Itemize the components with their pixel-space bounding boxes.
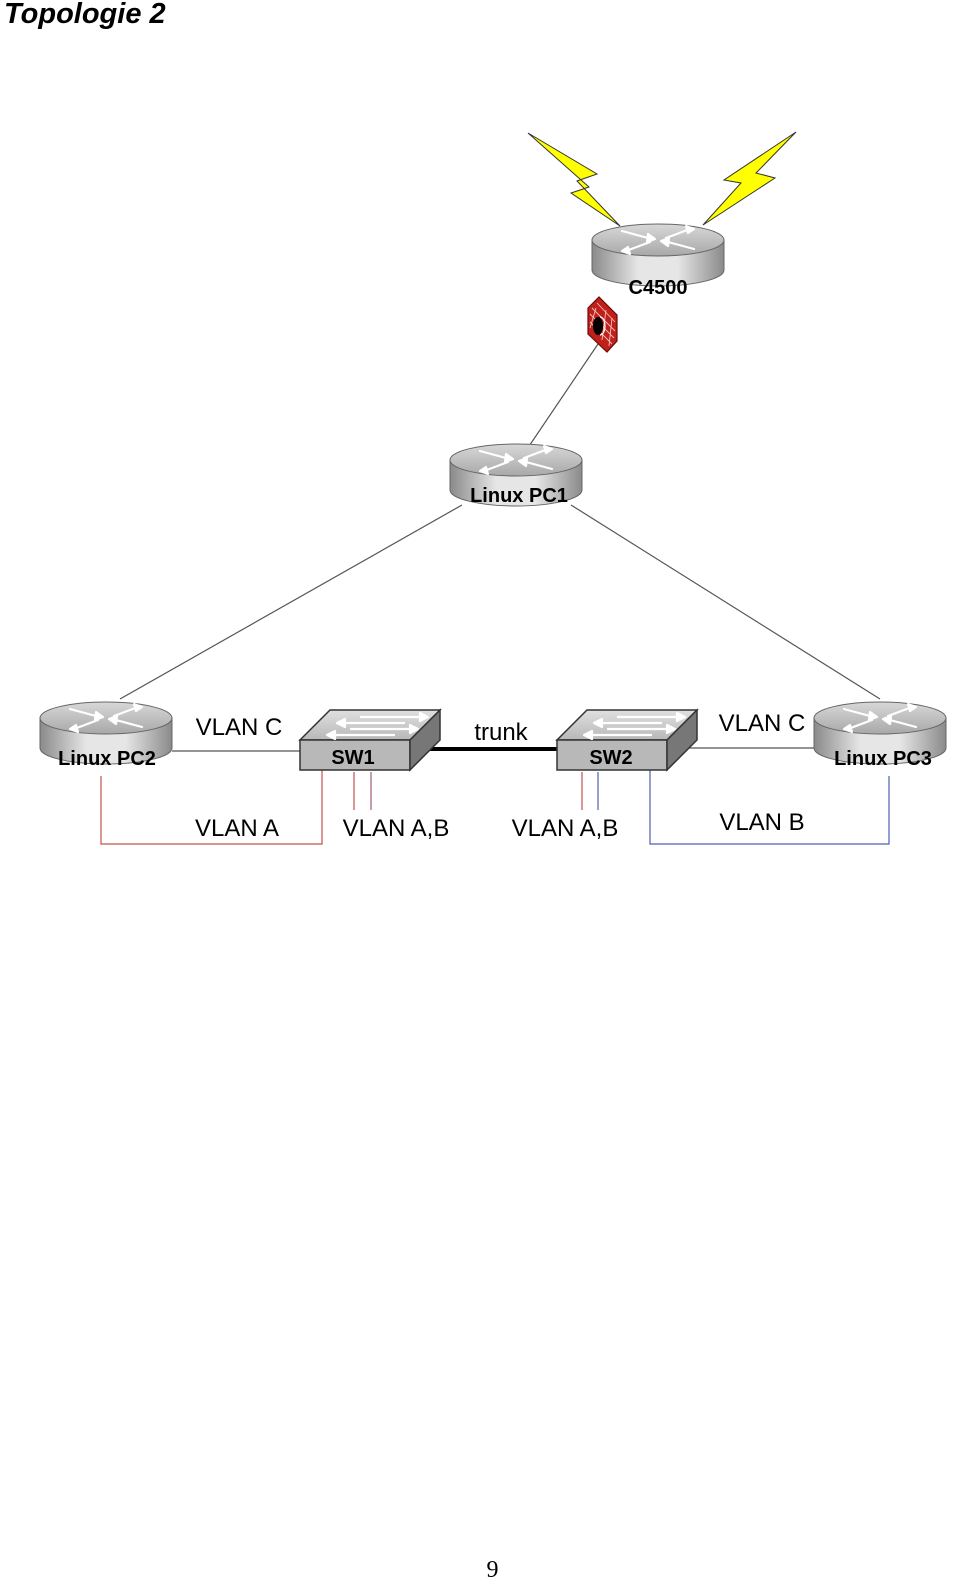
router-linux-pc3[interactable]: Linux PC3 xyxy=(812,700,948,770)
switch-sw2[interactable]: SW2 xyxy=(555,708,699,772)
link-vlan-b xyxy=(649,768,890,845)
device-label-pc2: Linux PC2 xyxy=(58,748,156,770)
label-vlan-ab-sw1: VLAN A,B xyxy=(343,815,450,842)
firewall-icon xyxy=(587,296,618,353)
switch-sw1[interactable]: SW1 xyxy=(298,708,442,772)
router-linux-pc1[interactable]: Linux PC1 xyxy=(448,442,584,508)
device-label-pc1: Linux PC1 xyxy=(470,485,568,507)
link-pc1-pc3 xyxy=(570,504,881,700)
device-label-sw1: SW1 xyxy=(331,747,374,769)
device-label-c4500: C4500 xyxy=(629,277,688,299)
label-vlan-c-left: VLAN C xyxy=(196,714,283,741)
router-linux-pc2[interactable]: Linux PC2 xyxy=(38,700,174,770)
device-label-pc3: Linux PC3 xyxy=(834,748,932,770)
page-number: 9 xyxy=(486,1557,499,1583)
lightning-icon xyxy=(527,132,621,227)
label-vlan-ab-sw2: VLAN A,B xyxy=(512,815,619,842)
label-vlan-b: VLAN B xyxy=(719,809,804,836)
page-title: Topologie 2 xyxy=(4,0,166,30)
label-vlan-a: VLAN A xyxy=(195,815,279,842)
label-trunk: trunk xyxy=(474,719,528,746)
link-vlan-a xyxy=(100,768,323,845)
link-pc1-pc2 xyxy=(119,504,463,700)
device-label-sw2: SW2 xyxy=(589,747,632,769)
router-c4500[interactable]: C4500 xyxy=(590,222,726,299)
label-vlan-c-right: VLAN C xyxy=(719,710,806,737)
lightning-icon xyxy=(702,131,797,226)
